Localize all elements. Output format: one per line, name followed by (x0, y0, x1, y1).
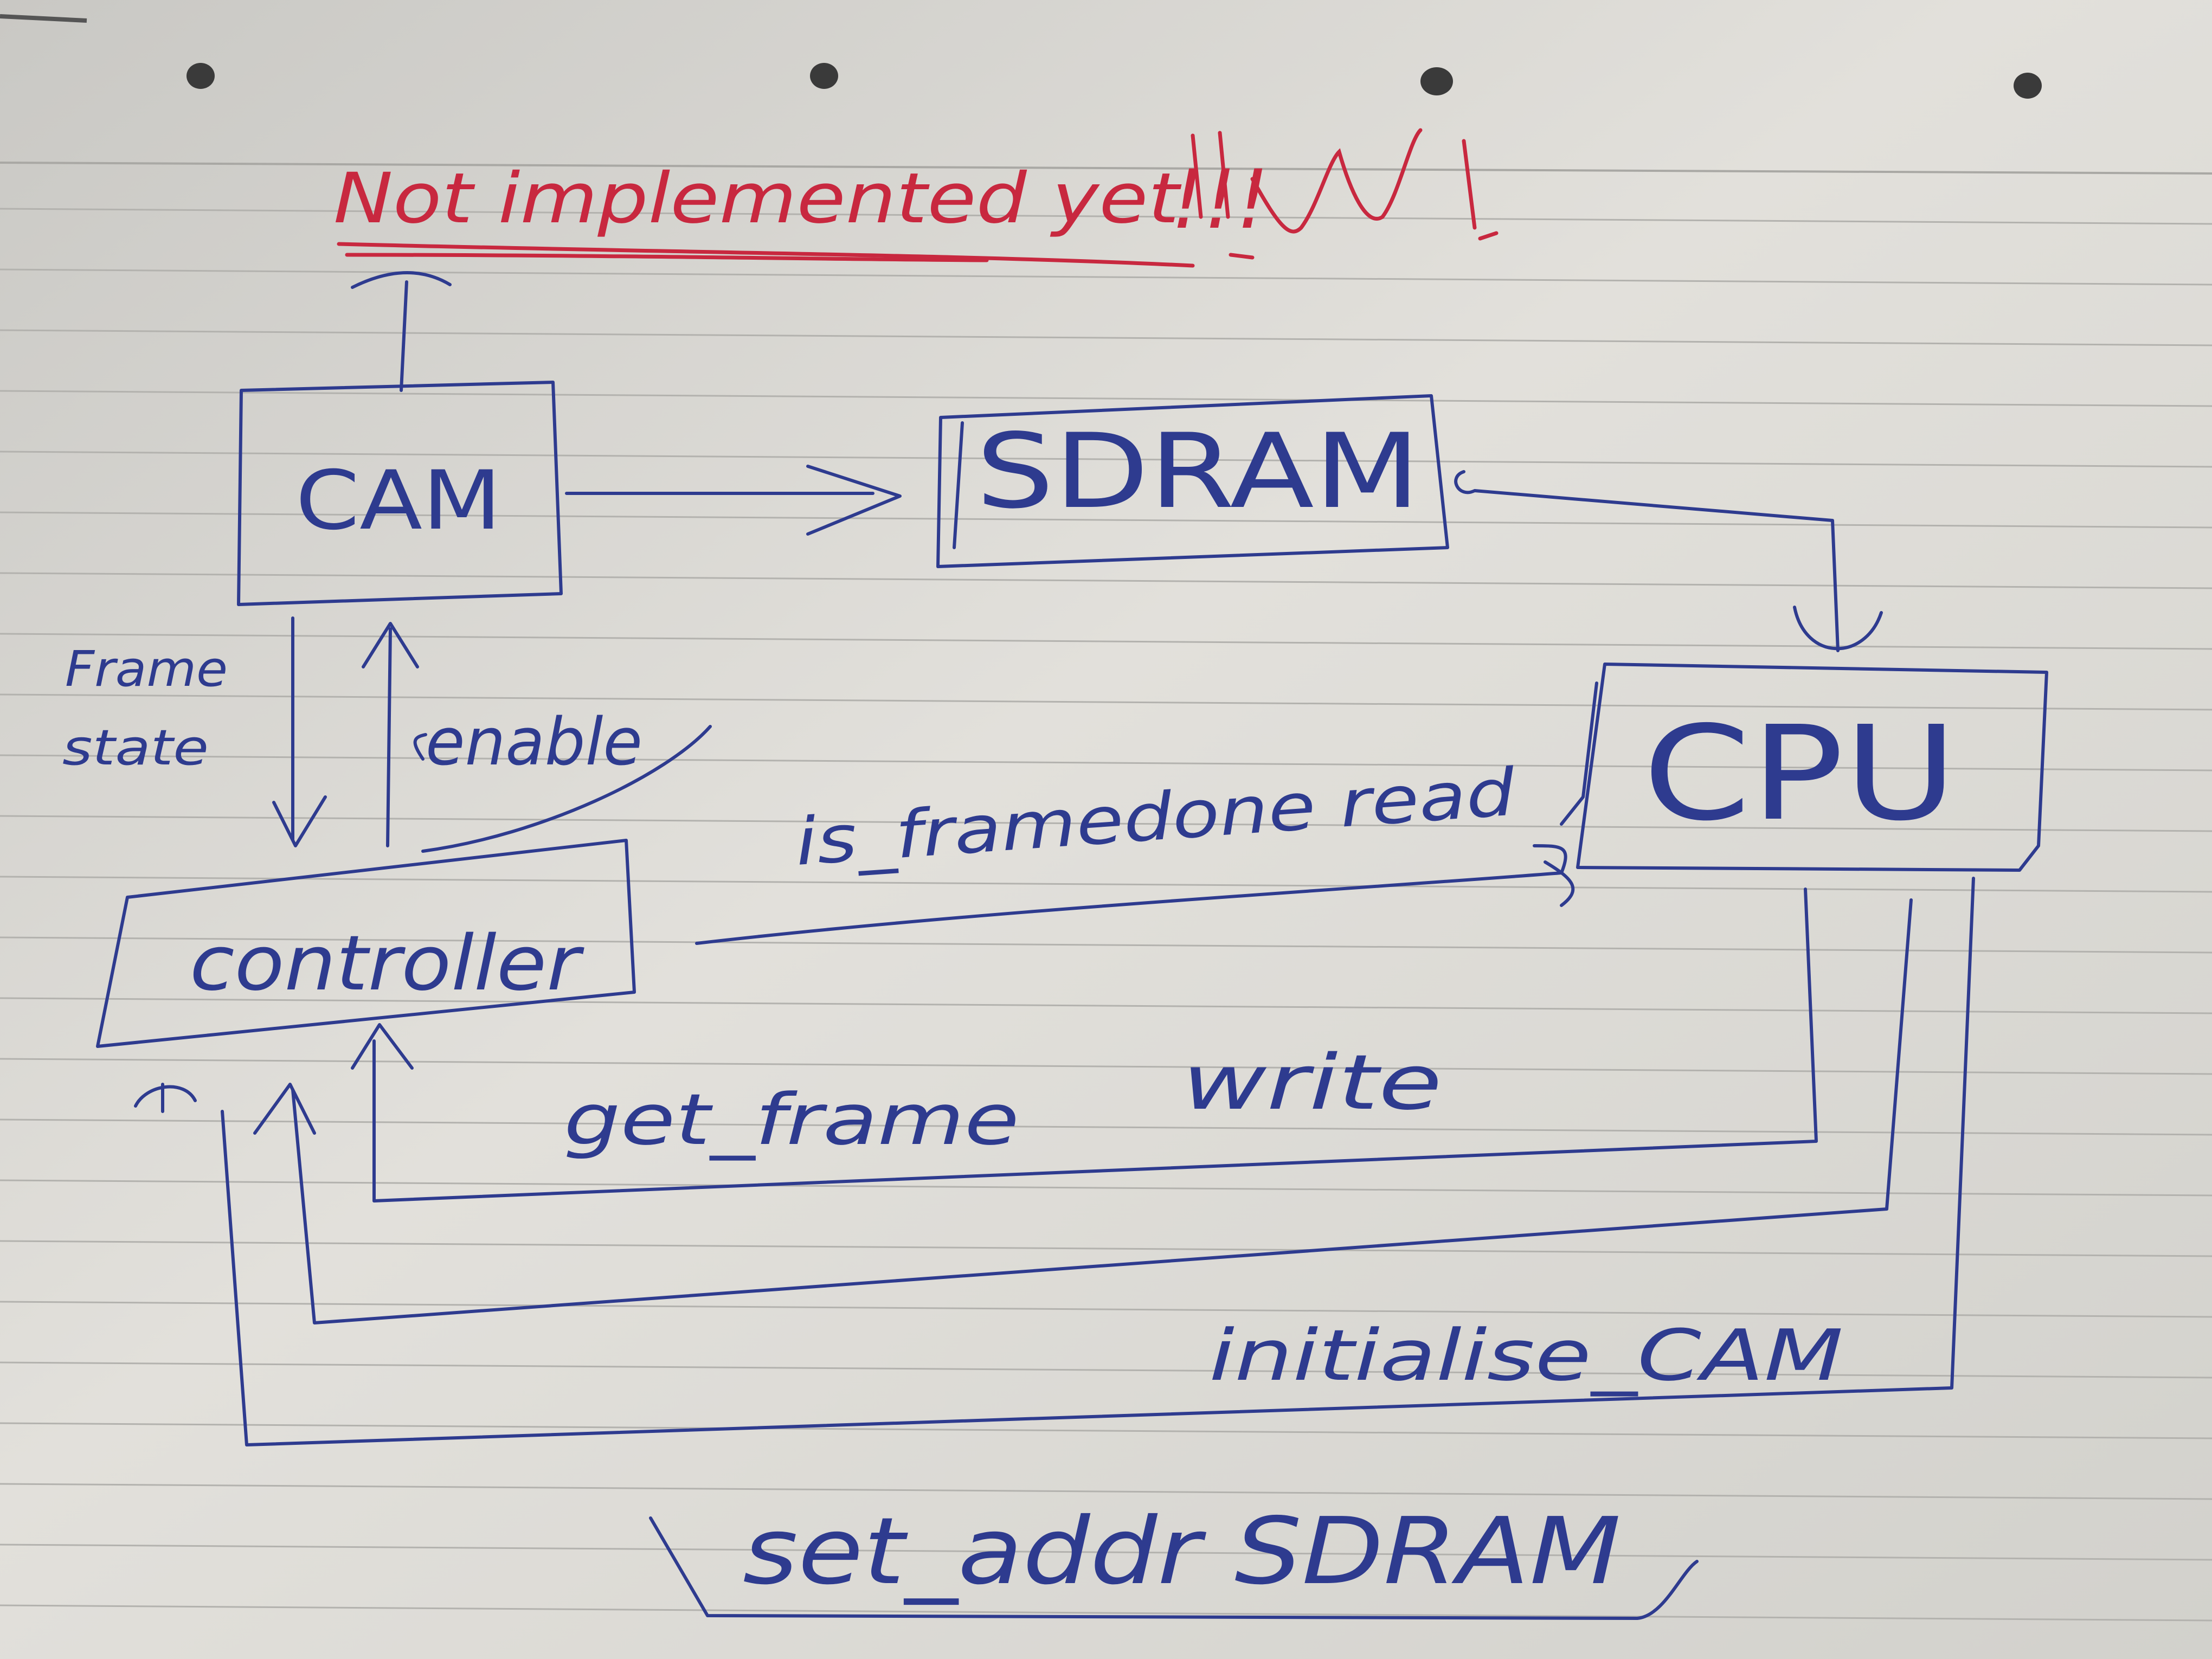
sdram-bracket (953, 421, 964, 549)
enable-bracket (413, 733, 427, 761)
framedone-read-arrowhead (1544, 860, 1575, 907)
ruled-line (0, 1422, 2212, 1439)
frame-state-label-line1: Frame (65, 641, 228, 698)
pencil-mark (0, 14, 87, 23)
get-frame-label: get_frame (564, 1078, 1019, 1161)
ruled-line (0, 390, 2212, 407)
ruled-line (0, 511, 2212, 529)
initialise-cam-line (221, 877, 1975, 1446)
ruled-line (0, 1483, 2212, 1500)
ruled-line (0, 815, 2212, 832)
ruled-line (0, 936, 2212, 954)
red-dot (1229, 253, 1255, 260)
cpu-box (1576, 663, 2048, 872)
ruled-line (0, 1544, 2212, 1561)
ruled-line (0, 268, 2212, 286)
sdram-to-cpu-arrowhead (1793, 606, 1883, 651)
ruled-line (0, 1604, 2212, 1622)
exclaim-marks: !!! (1171, 153, 1269, 247)
initialise-cam-arrowhead (134, 1083, 197, 1113)
write-arrowhead (253, 1083, 316, 1135)
red-scribble (1250, 128, 1423, 234)
enable-arrow (362, 622, 419, 847)
enable-label: enable (426, 705, 642, 780)
framedone-read-arrowhead (1533, 844, 1567, 874)
sdram-label: SDRAM (976, 411, 1420, 531)
get-frame-arrowhead (351, 1023, 414, 1070)
not-implemented-annotation (337, 128, 1499, 268)
write-line (291, 898, 1913, 1324)
ruled-line (0, 1058, 2212, 1075)
cam-label: CAM (295, 454, 501, 548)
binder-hole (810, 63, 838, 89)
binder-holes (187, 63, 2042, 99)
ruled-lines (0, 208, 2212, 1622)
ruled-line (0, 572, 2212, 589)
ruled-line (0, 876, 2212, 893)
binder-hole (2014, 73, 2042, 99)
controller-label: controller (190, 919, 584, 1008)
ruled-line (0, 1179, 2212, 1197)
red-underline (345, 253, 989, 262)
frame-state-label-line2: state (62, 719, 209, 776)
ruled-line (0, 633, 2212, 650)
get-frame-line (372, 888, 1818, 1203)
ruled-line (0, 693, 2212, 711)
framedone-read-line (695, 871, 1563, 945)
red-exclaim (1191, 131, 1499, 241)
frame-state-arrow (272, 616, 327, 847)
ruled-line (0, 451, 2212, 468)
cam-to-sdram-arrow (565, 465, 902, 536)
ruled-line (0, 329, 2212, 346)
set-addr-sdram-label: set_addr SDRAM (743, 1498, 1621, 1605)
red-underline (337, 242, 1195, 268)
ruled-line (0, 997, 2212, 1014)
set-addr-bracket (649, 1516, 1699, 1620)
ruled-line (0, 208, 2212, 225)
enable-underline (421, 725, 712, 853)
write-label: write (1182, 1039, 1442, 1127)
cam-to-annotation-arrow (351, 271, 452, 392)
binder-hole (1420, 67, 1453, 95)
sdram-box (936, 394, 1449, 568)
ruled-line (0, 1240, 2212, 1257)
cpu-bracket (1560, 681, 1598, 826)
sdram-to-cpu-line (1454, 470, 1840, 652)
controller-box (96, 839, 636, 1048)
ruled-line (0, 1301, 2212, 1318)
cam-box (237, 381, 563, 606)
diagram-strokes (96, 271, 2048, 1620)
ruled-line (0, 1361, 2212, 1379)
initialise-cam-label: initialise_CAM (1209, 1314, 1843, 1397)
binder-hole (187, 63, 215, 89)
ruled-line (0, 1118, 2212, 1136)
cpu-label: CPU (1643, 698, 1957, 850)
not-implemented-label: Not implemented yet (333, 158, 1182, 239)
ruled-line (0, 754, 2212, 771)
margin-line (0, 162, 2212, 175)
